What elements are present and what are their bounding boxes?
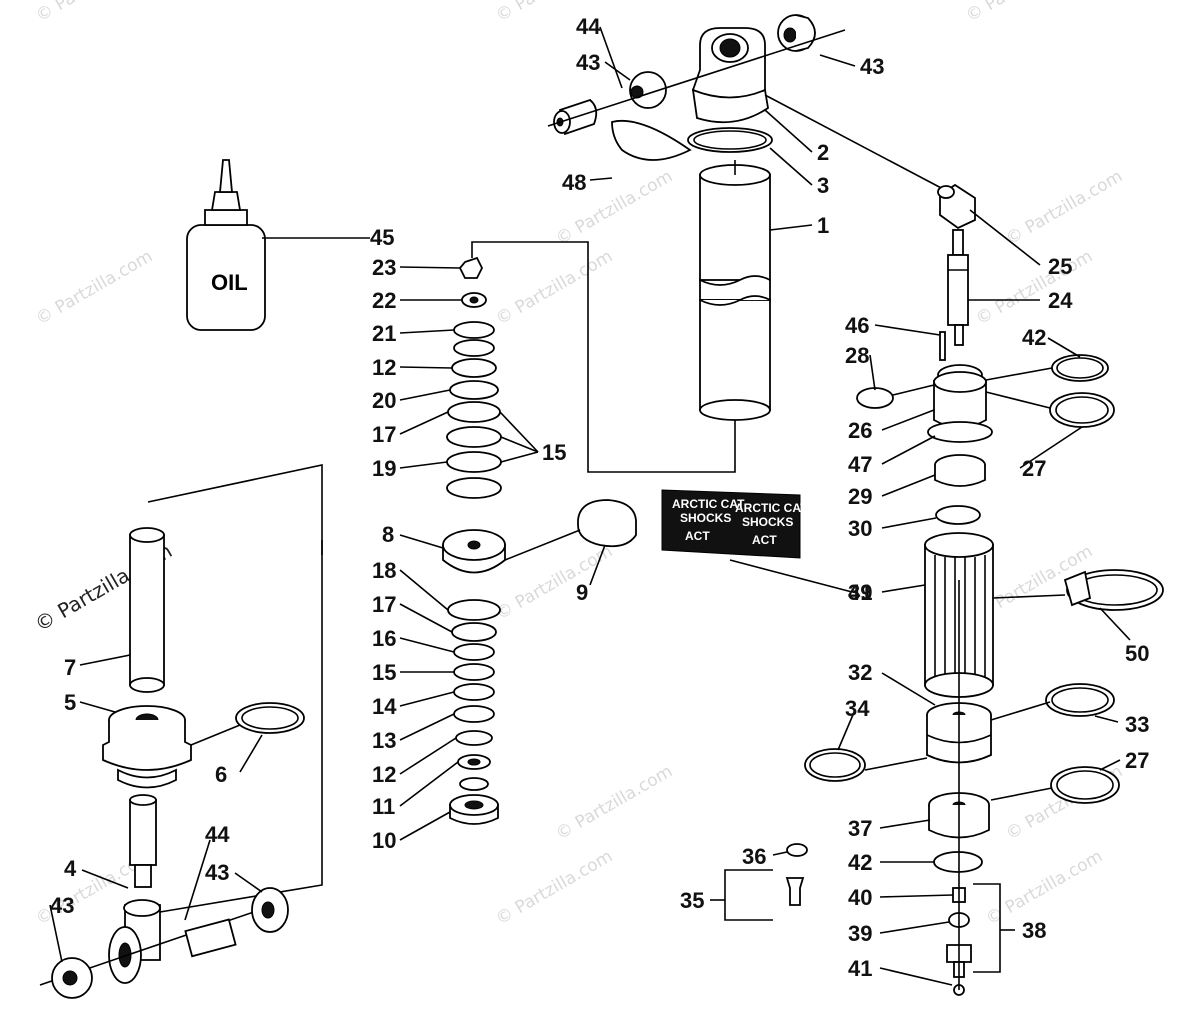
watermark-text: © Partzilla.com: [493, 246, 617, 329]
callout-17: 17: [372, 592, 396, 617]
callout-42: 42: [1022, 325, 1046, 350]
callout-17: 17: [372, 422, 396, 447]
callout-1: 1: [817, 213, 829, 238]
callout-44: 44: [205, 822, 230, 847]
callout-11: 11: [372, 794, 395, 819]
decal-logo: ACT: [685, 529, 710, 543]
shock-body-top: [547, 14, 946, 435]
callout-44: 44: [576, 14, 601, 39]
watermark-text: © Partzilla.com: [983, 846, 1107, 929]
callout-42: 42: [848, 850, 872, 875]
callout-36: 36: [742, 844, 766, 869]
callout-5: 5: [64, 690, 76, 715]
callout-10: 10: [372, 828, 396, 853]
callout-29: 29: [848, 484, 872, 509]
callout-48: 48: [562, 170, 586, 195]
callout-6: 6: [215, 762, 227, 787]
callout-38: 38: [1022, 918, 1046, 943]
decal: ARCTIC CAT SHOCKS ACT ARCTIC CAT SHOCKS …: [661, 489, 808, 559]
valve-stack-upper: [446, 241, 736, 499]
decal-line2: SHOCKS: [680, 511, 731, 525]
callout-39: 39: [848, 921, 872, 946]
callout-37: 37: [848, 816, 872, 841]
watermark-text: © Partzilla.com: [553, 761, 677, 844]
decal-line1: ARCTIC CAT: [735, 501, 808, 515]
callout-40: 40: [848, 885, 872, 910]
callouts: 44 43 43 2 3 1 48 45 23 22 21 12 20 17 1…: [50, 14, 1149, 981]
watermark-text: © Partzilla.com: [33, 0, 157, 26]
callout-19: 19: [372, 456, 396, 481]
callout-14: 14: [372, 694, 397, 719]
watermark-text: © Partzilla.com: [963, 0, 1087, 26]
callout-15: 15: [542, 440, 566, 465]
watermark-text: © Partzilla.com: [973, 246, 1097, 329]
callout-16: 16: [372, 626, 396, 651]
callout-3: 3: [817, 173, 829, 198]
shaft-assembly: [39, 464, 323, 999]
callout-15: 15: [372, 660, 396, 685]
callout-12: 12: [372, 762, 396, 787]
callout-43: 43: [50, 893, 74, 918]
callout-18: 18: [372, 558, 396, 583]
callout-9: 9: [576, 580, 588, 605]
callout-32: 32: [848, 660, 872, 685]
oil-bottle: OIL: [186, 159, 266, 331]
watermark-text: © Partzilla.com: [493, 541, 617, 624]
oil-label: OIL: [211, 270, 248, 295]
decal-line1: ARCTIC CAT: [672, 497, 745, 511]
callout-7: 7: [64, 655, 76, 680]
callout-24: 24: [1048, 288, 1073, 313]
callout-27: 27: [1125, 748, 1149, 773]
callout-46: 46: [845, 313, 869, 338]
watermark-text: © Partzilla.com: [1003, 166, 1127, 249]
callout-47: 47: [848, 452, 872, 477]
callout-22: 22: [372, 288, 396, 313]
callout-43: 43: [860, 54, 884, 79]
leader-lines: [49, 26, 1131, 986]
decal-logo: ACT: [752, 533, 777, 547]
callout-50: 50: [1125, 641, 1149, 666]
callout-25: 25: [1048, 254, 1072, 279]
callout-20: 20: [372, 388, 396, 413]
callout-26: 26: [848, 418, 872, 443]
callout-45: 45: [370, 225, 394, 250]
callout-43: 43: [205, 860, 229, 885]
callout-43: 43: [576, 50, 600, 75]
callout-28: 28: [845, 343, 869, 368]
callout-13: 13: [372, 728, 396, 753]
callout-35: 35: [680, 888, 704, 913]
callout-49: 49: [848, 580, 872, 605]
callout-41: 41: [848, 956, 872, 981]
callout-8: 8: [382, 522, 394, 547]
callout-4: 4: [64, 856, 77, 881]
reservoir-assembly: [710, 183, 1164, 996]
callout-2: 2: [817, 140, 829, 165]
callout-34: 34: [845, 696, 870, 721]
watermark-text: © Partzilla.com: [493, 846, 617, 929]
piston: [442, 499, 637, 574]
decal-line2: SHOCKS: [742, 515, 793, 529]
callout-27: 27: [1022, 456, 1046, 481]
callout-12: 12: [372, 355, 396, 380]
callout-30: 30: [848, 516, 872, 541]
callout-21: 21: [372, 321, 396, 346]
valve-stack-lower: [447, 599, 501, 825]
reservoir-fins: [934, 555, 986, 689]
watermark-text: © Partzilla.com: [33, 246, 157, 329]
callout-23: 23: [372, 255, 396, 280]
callout-31: 31: [848, 580, 872, 605]
callout-33: 33: [1125, 712, 1149, 737]
